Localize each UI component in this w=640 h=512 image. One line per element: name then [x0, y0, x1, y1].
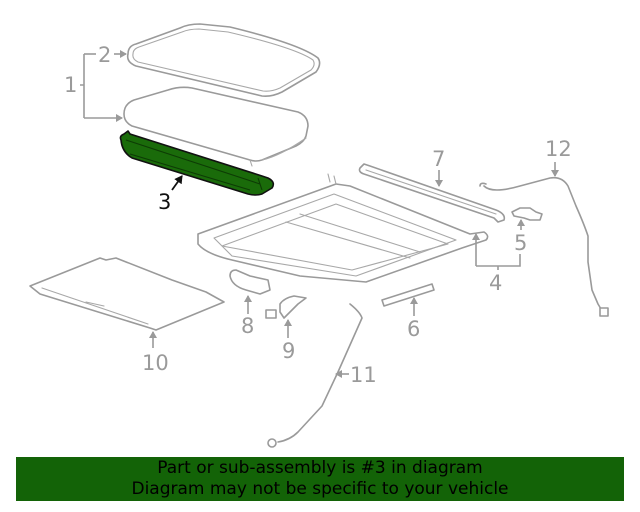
callout-1[interactable]: 1: [64, 54, 123, 122]
callout-2-label: 2: [98, 43, 111, 67]
callout-7-label: 7: [432, 147, 445, 171]
callout-11-label: 11: [350, 363, 377, 387]
callout-3[interactable]: 3: [158, 175, 183, 214]
callout-4-label: 4: [489, 271, 502, 295]
callout-10[interactable]: 10: [142, 331, 169, 375]
part-8-motor[interactable]: [229, 269, 271, 295]
callout-7[interactable]: 7: [432, 147, 445, 187]
part-10-sunshade[interactable]: [29, 257, 225, 331]
callout-1-label: 1: [64, 73, 77, 97]
part-7-side-rail[interactable]: [358, 163, 506, 223]
part-info-banner: Part or sub-assembly is #3 in diagram Di…: [16, 457, 624, 501]
callout-3-label: 3: [158, 190, 171, 214]
part-6-trim-strip[interactable]: [381, 283, 435, 307]
callout-11[interactable]: 11: [335, 363, 377, 387]
banner-line-part-number: Part or sub-assembly is #3 in diagram: [157, 458, 483, 478]
callout-9[interactable]: 9: [282, 319, 295, 363]
part-2-glass-weatherstrip[interactable]: [126, 23, 321, 97]
callout-4[interactable]: 4: [472, 233, 521, 295]
part-9-clip[interactable]: [265, 295, 307, 319]
callout-8[interactable]: 8: [241, 295, 254, 338]
callout-12[interactable]: 12: [545, 137, 572, 177]
banner-line-disclaimer: Diagram may not be specific to your vehi…: [131, 479, 509, 499]
callout-6[interactable]: 6: [407, 297, 420, 341]
callout-5[interactable]: 5: [514, 219, 527, 255]
callout-5-label: 5: [514, 231, 527, 255]
callout-9-label: 9: [282, 339, 295, 363]
callout-2[interactable]: 2: [84, 43, 127, 67]
part-3-wind-deflector-highlighted[interactable]: [119, 130, 275, 196]
callout-10-label: 10: [142, 351, 169, 375]
part-12-drain-hose[interactable]: [479, 176, 609, 317]
callout-8-label: 8: [241, 314, 254, 338]
part-11-drain-hose[interactable]: [267, 303, 363, 448]
sunroof-frame[interactable]: [197, 173, 489, 283]
part-1-glass-panel[interactable]: [123, 86, 309, 167]
part-5-bracket[interactable]: [511, 207, 543, 221]
callout-12-label: 12: [545, 137, 572, 161]
callout-6-label: 6: [407, 317, 420, 341]
